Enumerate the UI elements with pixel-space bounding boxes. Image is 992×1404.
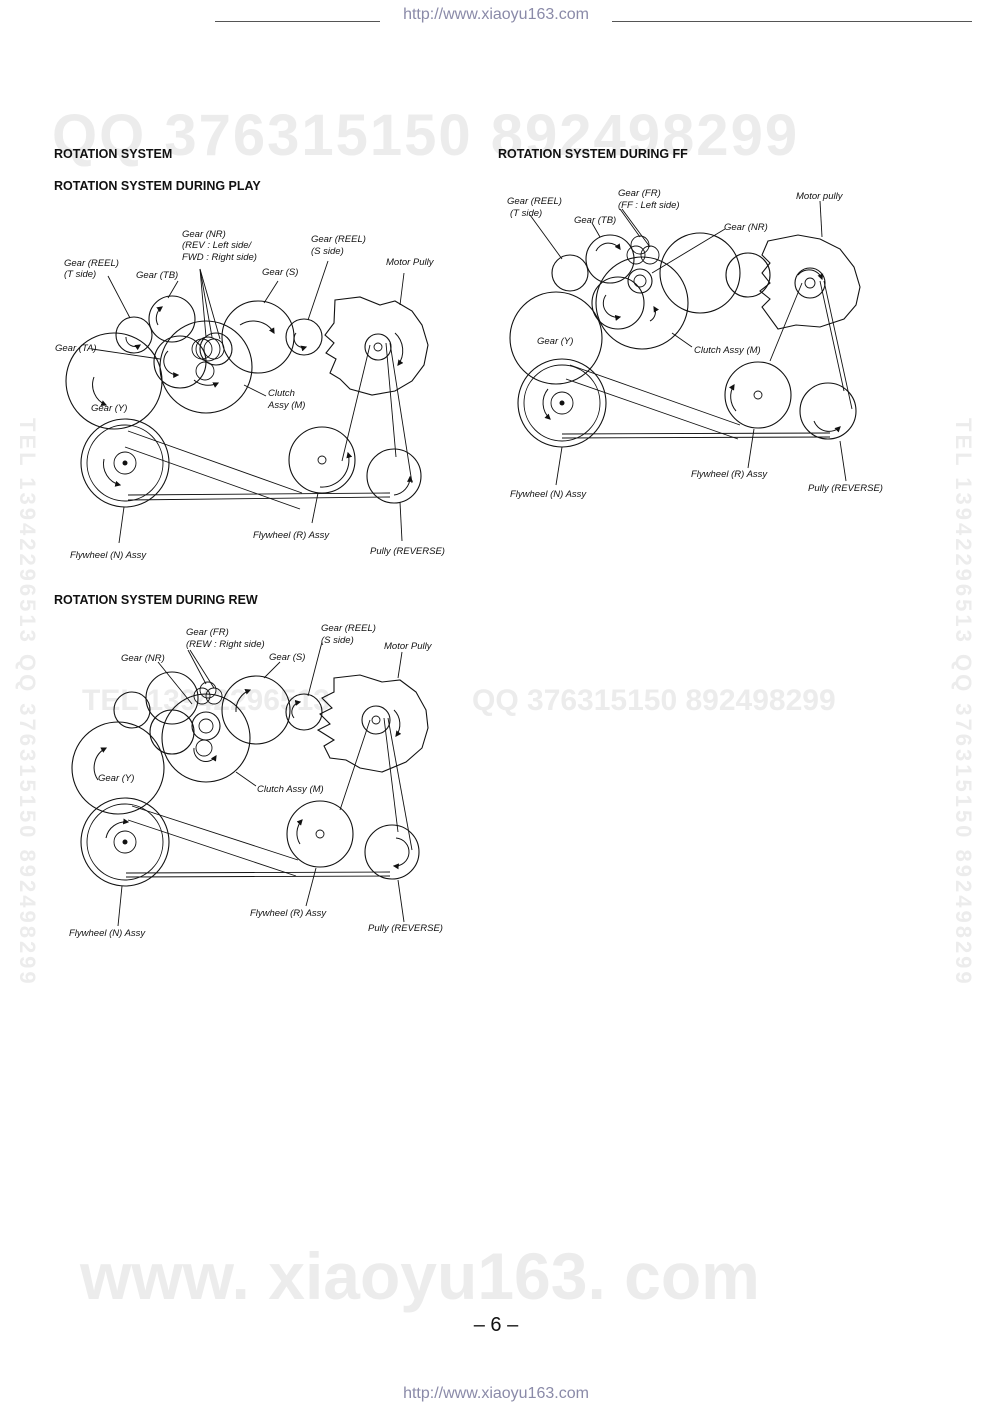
gear-s [221, 300, 295, 374]
label-ff-pully-reverse: Pully (REVERSE) [808, 483, 883, 494]
label-play-clutch: Clutch [268, 388, 295, 399]
label-play-gear-nr-rev: (REV : Left side/ [182, 240, 253, 251]
watermark-site-foot: www. xiaoyu163. com [80, 1239, 760, 1313]
label-rew-gear-nr: Gear (NR) [121, 653, 165, 664]
clutch-assy-m [159, 320, 253, 414]
label-play-gear-reel-s: Gear (REEL) [311, 234, 366, 245]
label-play-gear-nr-fwd: FWD : Right side) [182, 252, 257, 263]
label-play-gear-reel-t: Gear (REEL) [64, 258, 119, 269]
label-rew-gear-fr: Gear (FR) [186, 627, 229, 638]
gear-y [509, 291, 603, 385]
label-ff-gear-fr-side: (FF : Left side) [618, 200, 680, 211]
motor-pully [759, 234, 861, 330]
flywheel-n [80, 418, 170, 508]
label-ff-flywheel-n: Flywheel (N) Assy [510, 489, 587, 500]
header-rule-left [215, 21, 380, 22]
flywheel-r [288, 426, 356, 494]
motor-pully [324, 296, 429, 396]
label-play-gear-y: Gear (Y) [91, 403, 127, 414]
watermark-side-left: TEL 13942296513 QQ 376315150 892498299 [15, 418, 40, 987]
label-rew-gear-reel-s: Gear (REEL) [321, 623, 376, 634]
gear-reel-t [113, 691, 151, 729]
label-rew-motor-pully: Motor Pully [384, 641, 433, 652]
label-play-gear-nr: Gear (NR) [182, 229, 226, 240]
label-play-gear-s: Gear (S) [262, 267, 298, 278]
flywheel-r [724, 361, 792, 429]
page-number: – 6 – [473, 1314, 519, 1336]
label-rew-gear-fr-side: (REW : Right side) [186, 639, 265, 650]
gear-nr [145, 671, 199, 725]
gear-tb [585, 234, 635, 284]
heading-rotation-system: ROTATION SYSTEM [54, 147, 173, 161]
label-play-flywheel-n: Flywheel (N) Assy [70, 550, 147, 561]
label-play-motor-pully: Motor Pully [386, 257, 435, 268]
header-url[interactable]: http://www.xiaoyu163.com [403, 6, 589, 23]
watermark-qq-mid: QQ 376315150 892498299 [472, 684, 836, 717]
label-play-gear-tb: Gear (TB) [136, 270, 178, 281]
gear-tb [148, 295, 196, 343]
heading-during-play: ROTATION SYSTEM DURING PLAY [54, 179, 261, 193]
flywheel-r [286, 800, 354, 868]
diagram-play: Gear (NR) (REV : Left side/ FWD : Right … [55, 229, 445, 561]
label-ff-gear-fr: Gear (FR) [618, 188, 661, 199]
label-play-flywheel-r: Flywheel (R) Assy [253, 530, 330, 541]
label-ff-gear-tb: Gear (TB) [574, 215, 616, 226]
label-rew-gear-y: Gear (Y) [98, 773, 134, 784]
gear-reel-t [551, 254, 589, 292]
heading-during-rew: ROTATION SYSTEM DURING REW [54, 593, 258, 607]
label-ff-gear-reel-t-side: (T side) [510, 208, 542, 219]
flywheel-n [80, 797, 170, 887]
label-ff-flywheel-r: Flywheel (R) Assy [691, 469, 768, 480]
gear-ta [149, 709, 195, 755]
label-ff-gear-y: Gear (Y) [537, 336, 573, 347]
label-ff-motor-pully: Motor pully [796, 191, 844, 202]
label-rew-gear-s: Gear (S) [269, 652, 305, 663]
pully-reverse [366, 448, 422, 504]
label-ff-clutch: Clutch Assy (M) [694, 345, 761, 356]
label-rew-flywheel-n: Flywheel (N) Assy [69, 928, 146, 939]
gear-reel-s [285, 693, 323, 731]
pully-reverse [364, 824, 420, 880]
pully-reverse [799, 382, 857, 440]
motor-pully [316, 674, 429, 773]
footer-url[interactable]: http://www.xiaoyu163.com [403, 1385, 589, 1402]
watermark-side-right: TEL 13942296513 QQ 376315150 892498299 [951, 418, 976, 987]
gear-nr [659, 232, 741, 314]
watermark-qq-top: QQ 376315150 892498299 [52, 103, 800, 168]
diagram-ff: Gear (REEL) (T side) Gear (FR) (FF : Lef… [507, 188, 883, 500]
label-play-pully-reverse: Pully (REVERSE) [370, 546, 445, 557]
diagram-rew: Gear (FR) (REW : Right side) Gear (REEL)… [69, 623, 443, 939]
belt [561, 280, 853, 440]
heading-during-ff: ROTATION SYSTEM DURING FF [498, 147, 688, 161]
label-rew-flywheel-r: Flywheel (R) Assy [250, 908, 327, 919]
label-play-gear-reel-t-side: (T side) [64, 269, 96, 280]
label-rew-gear-reel-s-side: (S side) [321, 635, 354, 646]
gear-reel-s [285, 318, 323, 356]
header-rule-right [612, 21, 972, 22]
label-ff-gear-reel-t: Gear (REEL) [507, 196, 562, 207]
label-play-gear-reel-s-side: (S side) [311, 246, 344, 257]
label-ff-gear-nr: Gear (NR) [724, 222, 768, 233]
gear-reel-t [115, 316, 153, 354]
gear-s [221, 675, 291, 745]
belt [124, 342, 413, 510]
label-rew-clutch: Clutch Assy (M) [257, 784, 324, 795]
label-play-clutch-assy: Assy (M) [267, 400, 305, 411]
label-rew-pully-reverse: Pully (REVERSE) [368, 923, 443, 934]
gear-small-right [725, 252, 771, 298]
label-play-gear-ta: Gear (TA) [55, 343, 97, 354]
clutch-assy-m [591, 256, 689, 350]
